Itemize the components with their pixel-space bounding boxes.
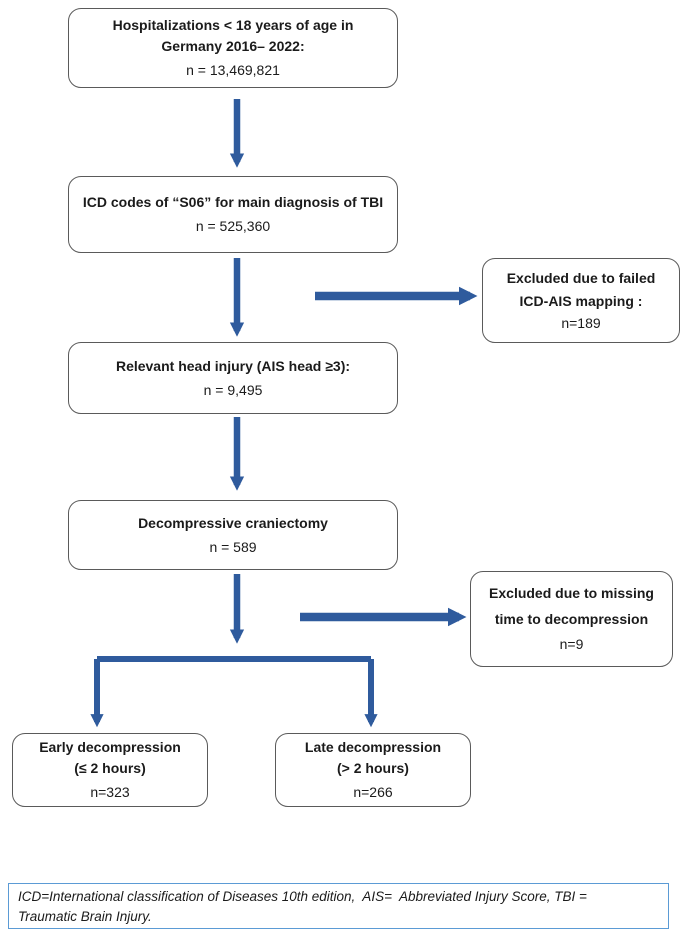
box-title-line: Germany 2016– 2022: xyxy=(161,37,305,54)
box-count: n=189 xyxy=(561,314,601,331)
box-title-line: Early decompression xyxy=(39,739,181,756)
abbreviations-note-line: ICD=International classification of Dise… xyxy=(18,889,587,904)
box-excluded-mapping: Excluded due to failed ICD-AIS mapping :… xyxy=(482,258,680,343)
box-title-line: (≤ 2 hours) xyxy=(74,759,146,776)
box-excluded-missing-time: Excluded due to missing time to decompre… xyxy=(470,571,673,667)
box-title-line: (> 2 hours) xyxy=(337,759,409,776)
box-early-decompression: Early decompression (≤ 2 hours) n=323 xyxy=(12,733,208,807)
box-title-line: time to decompression xyxy=(494,611,649,628)
abbreviations-note-line: Traumatic Brain Injury. xyxy=(18,909,152,925)
box-count: n = 9,495 xyxy=(203,381,263,398)
box-title-line: Decompressive craniectomy xyxy=(138,514,328,531)
box-title-line: Excluded due to failed xyxy=(506,269,656,286)
box-title-line: Late decompression xyxy=(304,739,442,756)
box-count: n=266 xyxy=(353,784,393,800)
box-hospitalizations: Hospitalizations < 18 years of age in Ge… xyxy=(68,8,398,88)
box-count: n=9 xyxy=(559,635,584,652)
box-count: n = 13,469,821 xyxy=(186,62,280,78)
box-title-line: Hospitalizations < 18 years of age in xyxy=(112,17,354,34)
box-craniectomy: Decompressive craniectomy n = 589 xyxy=(68,500,398,570)
box-title-line: ICD codes of “S06” for main diagnosis of… xyxy=(82,194,384,211)
box-title-line: Excluded due to missing xyxy=(489,585,654,602)
box-count: n = 589 xyxy=(209,538,257,555)
box-head-injury: Relevant head injury (AIS head ≥3): n = … xyxy=(68,342,398,414)
box-count: n = 525,360 xyxy=(195,218,271,235)
box-count: n=323 xyxy=(90,784,130,800)
abbreviations-note: ICD=International classification of Dise… xyxy=(8,883,669,929)
box-title-line: Relevant head injury (AIS head ≥3): xyxy=(115,357,351,374)
box-title-line: ICD-AIS mapping : xyxy=(519,292,643,309)
box-late-decompression: Late decompression (> 2 hours) n=266 xyxy=(275,733,471,807)
box-icd-codes: ICD codes of “S06” for main diagnosis of… xyxy=(68,176,398,253)
